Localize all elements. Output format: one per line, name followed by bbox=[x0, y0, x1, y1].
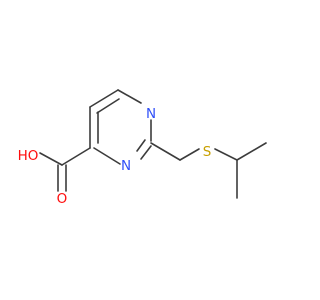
molecule-canvas: N N S HO O bbox=[17, 89, 267, 207]
bond-c5-c6-inner bbox=[96, 98, 120, 114]
bond-c2-n3-double-a bbox=[140, 145, 152, 160]
bond-c-oh bbox=[39, 152, 63, 166]
atom-o-label: O bbox=[57, 191, 68, 207]
bonds bbox=[39, 89, 267, 199]
atom-n3-label: N bbox=[121, 158, 131, 174]
bond-c6-n1 bbox=[117, 89, 142, 104]
bond-s-ch bbox=[214, 148, 238, 161]
bond-c2-n3-double-b bbox=[136, 139, 146, 152]
bond-ch-ch3-up bbox=[236, 142, 267, 161]
atom-n1-label: N bbox=[146, 106, 156, 122]
bond-c2-ch2 bbox=[150, 142, 181, 161]
bond-ch2-s bbox=[179, 148, 200, 161]
bond-c4-cooh bbox=[61, 147, 91, 166]
atom-labels: N N S HO O bbox=[18, 106, 212, 207]
bond-c5-c6 bbox=[89, 89, 119, 108]
atom-oh-label: HO bbox=[18, 148, 39, 164]
atom-s-label: S bbox=[203, 144, 212, 160]
molecule-structure: N N S HO O bbox=[18, 89, 267, 207]
bond-n3-c4 bbox=[93, 147, 121, 165]
